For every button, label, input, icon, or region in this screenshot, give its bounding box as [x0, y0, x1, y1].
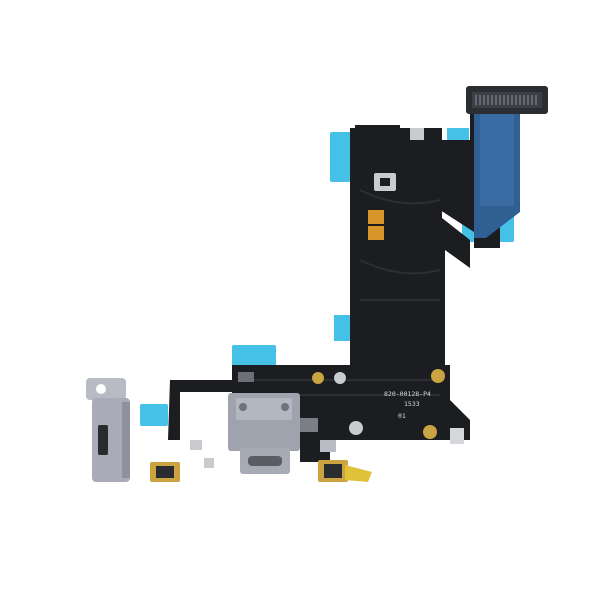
headphone-jack-body: [92, 398, 130, 482]
blue-tape-tab-left: [140, 404, 168, 426]
headphone-jack-slot: [98, 425, 108, 455]
screw-pad-2: [334, 372, 346, 384]
microphone-right-core: [324, 464, 342, 478]
component-5: [204, 458, 214, 468]
components: [190, 128, 464, 468]
screw-pad-3: [431, 369, 445, 383]
dock-connector: [228, 393, 300, 474]
dock-connector-top-plate: [236, 398, 292, 420]
component-2: [300, 418, 318, 432]
screw-pad-4: [349, 421, 363, 435]
silver-bracket-mid-hole: [380, 178, 390, 186]
silver-clip-right: [450, 428, 464, 444]
flex-body: [168, 86, 548, 462]
silver-bracket-top: [410, 128, 424, 140]
blue-tape-tab-lower-mid: [232, 345, 276, 367]
dock-connector-port: [248, 456, 282, 466]
pcb-marking-line1: 820-00128-P4: [384, 390, 431, 398]
dock-connector-screw-left: [239, 403, 247, 411]
component-4: [320, 440, 336, 452]
microphones: [150, 460, 372, 482]
component-1: [238, 372, 254, 382]
connector-pins: [475, 95, 537, 105]
headphone-jack-edge: [122, 402, 130, 478]
flex-left-arm: [168, 380, 240, 440]
headphone-jack-screw-hole: [96, 384, 106, 394]
flex-top-left-flap: [355, 125, 400, 148]
dock-connector-screw-right: [281, 403, 289, 411]
flex-blue-ribbon-inner: [480, 110, 514, 206]
gold-contact-pad-2: [368, 226, 384, 240]
microphone-left-core: [156, 466, 174, 478]
microphone-right-tab: [345, 465, 372, 482]
headphone-jack: [86, 378, 130, 482]
pcb-marking-line3: 01: [398, 412, 406, 420]
gold-contact-pad-1: [368, 210, 384, 224]
component-3: [190, 440, 202, 450]
pcb-markings: 820-00128-P4 1533 01: [384, 390, 431, 420]
screw-pad-5: [423, 425, 437, 439]
pcb-marking-line2: 1533: [404, 400, 420, 408]
screw-pad-1: [312, 372, 324, 384]
